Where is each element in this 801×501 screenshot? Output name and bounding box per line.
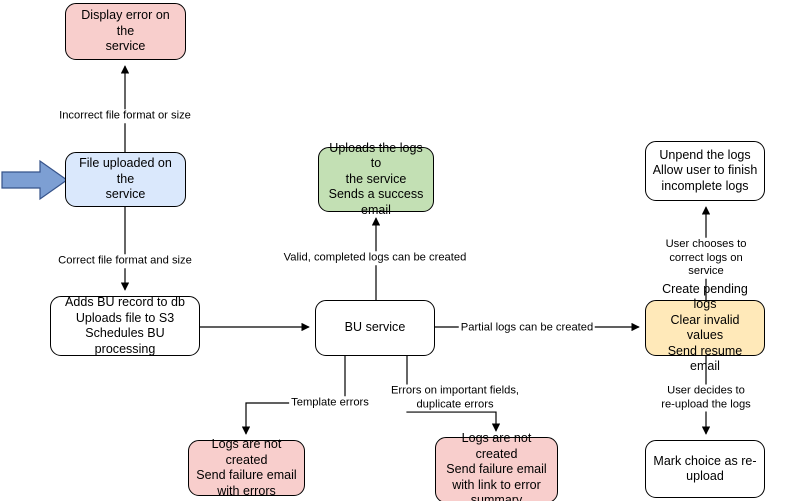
node-display-error-label: Display error on the service bbox=[81, 8, 170, 54]
edge-label-important-field-errors: Errors on important fields, duplicate er… bbox=[388, 384, 522, 412]
edge-label-user-reupload: User decides to re-upload the logs bbox=[658, 384, 754, 412]
node-template-error-result-label: Logs are not created Send failure email … bbox=[196, 437, 297, 498]
edge-label-valid-completed: Valid, completed logs can be created bbox=[281, 251, 469, 265]
node-mark-reupload-label: Mark choice as re- upload bbox=[653, 453, 757, 484]
node-adds-bu-record-label: Adds BU record to db Uploads file to S3 … bbox=[65, 295, 185, 356]
edge-label-incorrect-format: Incorrect file format or size bbox=[57, 109, 193, 123]
edge-label-user-corrects: User chooses to correct logs on service bbox=[658, 237, 754, 279]
node-unpend-logs-label: Unpend the logs Allow user to finish inc… bbox=[652, 147, 758, 193]
node-uploads-logs-label: Uploads the logs to the service Sends a … bbox=[328, 140, 424, 217]
node-adds-bu-record[interactable]: Adds BU record to db Uploads file to S3 … bbox=[50, 295, 200, 356]
node-display-error[interactable]: Display error on the service bbox=[65, 3, 186, 60]
node-field-error-result[interactable]: Logs are not created Send failure email … bbox=[435, 431, 558, 501]
node-template-error-result[interactable]: Logs are not created Send failure email … bbox=[188, 437, 305, 498]
edge-label-template-errors: Template errors bbox=[289, 396, 371, 410]
node-unpend-logs[interactable]: Unpend the logs Allow user to finish inc… bbox=[645, 141, 765, 201]
node-mark-reupload[interactable]: Mark choice as re- upload bbox=[645, 440, 765, 498]
node-uploads-logs[interactable]: Uploads the logs to the service Sends a … bbox=[318, 141, 434, 217]
node-bu-service-label: BU service bbox=[344, 320, 406, 335]
edge-label-correct-format: Correct file format and size bbox=[56, 254, 194, 268]
node-create-pending-logs-label: Create pending logs Clear invalid values… bbox=[662, 281, 748, 374]
node-field-error-result-label: Logs are not created Send failure email … bbox=[446, 431, 547, 501]
node-create-pending-logs[interactable]: Create pending logs Clear invalid values… bbox=[645, 282, 765, 373]
entry-block-arrow bbox=[1, 159, 69, 201]
node-file-uploaded-label: File uploaded on the service bbox=[79, 156, 172, 202]
node-file-uploaded[interactable]: File uploaded on the service bbox=[65, 152, 186, 207]
edge-label-partial-logs: Partial logs can be created bbox=[458, 321, 596, 335]
node-bu-service[interactable]: BU service bbox=[315, 300, 435, 356]
edge-bu-service-to-template-error-result bbox=[241, 356, 346, 435]
